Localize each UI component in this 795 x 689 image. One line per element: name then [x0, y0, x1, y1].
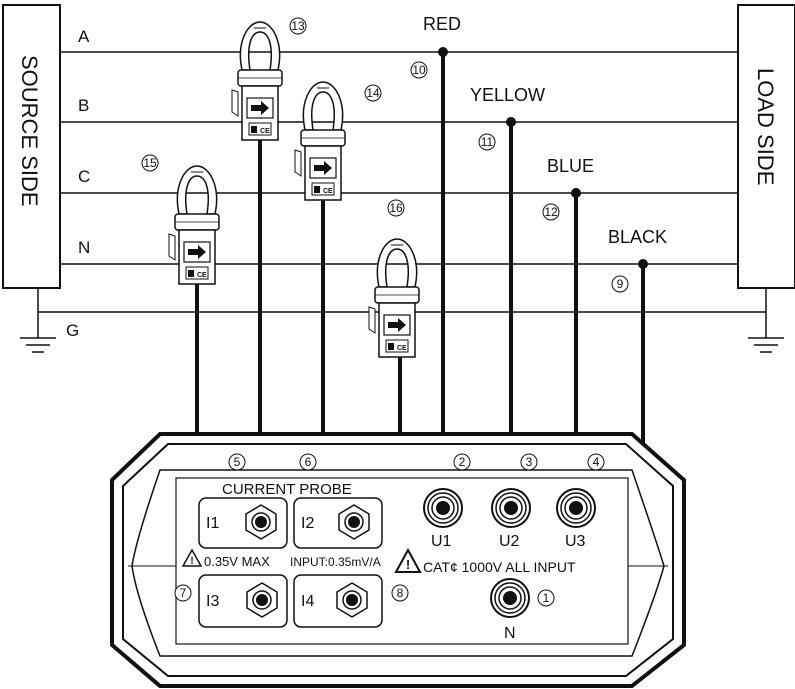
svg-text:1: 1 [543, 591, 550, 605]
warning-icon-cat: ! [394, 547, 422, 573]
black-lead-node [638, 259, 648, 269]
svg-text:6: 6 [305, 455, 312, 469]
svg-text:8: 8 [397, 586, 404, 600]
jack-label-u1: U1 [431, 533, 452, 550]
clamp-number-15: 15 [141, 154, 159, 172]
source-side-box [2, 4, 61, 289]
clamp-number-16: 16 [387, 199, 405, 217]
clamp-probe-n [368, 238, 420, 358]
front-panel [175, 477, 629, 645]
clamp-number-13: 13 [289, 17, 307, 35]
clamp-number-14: 14 [364, 84, 382, 102]
warning-icon: ! [181, 548, 203, 567]
clamp-probe-c [294, 81, 346, 201]
line-label-b: B [78, 96, 89, 115]
blue-lead-node [571, 188, 581, 198]
load-side-box [737, 4, 795, 289]
svg-text:3: 3 [526, 455, 533, 469]
svg-text:9: 9 [617, 277, 624, 291]
line-label-a: A [78, 27, 90, 46]
svg-text:14: 14 [366, 86, 380, 100]
current-probe-label: CURRENT PROBE [222, 481, 352, 498]
jack-u1[interactable] [423, 488, 463, 528]
red-lead-node [438, 47, 448, 57]
jack-number-5: 5 [228, 453, 246, 471]
jack-number-2: 2 [453, 453, 471, 471]
svg-text:2: 2 [459, 455, 466, 469]
jack-number-1: 1 [537, 589, 555, 607]
red-label: RED [423, 14, 461, 34]
jack-label-i1: I1 [206, 515, 219, 532]
source-side-label: SOURCE SIDE [17, 55, 42, 207]
svg-text:15: 15 [143, 156, 157, 170]
svg-text:7: 7 [180, 586, 187, 600]
lead-number-11: 11 [478, 133, 496, 151]
svg-text:!: ! [190, 556, 193, 567]
svg-text:!: ! [406, 557, 410, 572]
line-label-g: G [66, 321, 79, 340]
cat-rating-text: CAT¢ 1000V ALL INPUT [423, 559, 576, 575]
clamp-probe-a [168, 165, 220, 285]
jack-number-3: 3 [520, 453, 538, 471]
input-spec-text: INPUT:0.35mV/A [290, 555, 381, 569]
jack-n[interactable] [490, 578, 530, 618]
svg-text:16: 16 [389, 201, 403, 215]
jack-number-4: 4 [587, 453, 605, 471]
load-ground-icon [748, 312, 784, 353]
jack-label-i3: I3 [206, 593, 219, 610]
svg-text:10: 10 [412, 63, 426, 77]
jack-label-u3: U3 [565, 533, 586, 550]
svg-text:5: 5 [234, 455, 241, 469]
svg-text:13: 13 [291, 19, 305, 33]
yellow-label: YELLOW [470, 85, 545, 105]
line-label-c: C [78, 167, 90, 186]
svg-text:11: 11 [481, 135, 494, 149]
jack-label-i4: I4 [301, 593, 314, 610]
lead-number-10: 10 [410, 61, 428, 79]
blue-label: BLUE [547, 156, 594, 176]
jack-u3[interactable] [556, 488, 596, 528]
jack-label-n: N [504, 625, 516, 642]
jack-label-u2: U2 [499, 533, 520, 550]
jack-u2[interactable] [491, 488, 531, 528]
power-lines [37, 51, 767, 313]
svg-text:12: 12 [544, 205, 558, 219]
lead-number-9: 9 [611, 275, 629, 293]
load-side-label: LOAD SIDE [753, 68, 778, 185]
jack-number-7: 7 [174, 584, 192, 602]
lead-number-12: 12 [542, 203, 560, 221]
svg-text:4: 4 [593, 455, 600, 469]
jack-number-8: 8 [391, 584, 409, 602]
jack-number-6: 6 [299, 453, 317, 471]
warning-left-text: 0.35V MAX [204, 554, 270, 569]
black-label: BLACK [608, 227, 667, 247]
jack-label-i2: I2 [301, 515, 314, 532]
line-label-n: N [78, 238, 90, 257]
yellow-lead-node [506, 117, 516, 127]
source-ground-icon [20, 312, 56, 353]
